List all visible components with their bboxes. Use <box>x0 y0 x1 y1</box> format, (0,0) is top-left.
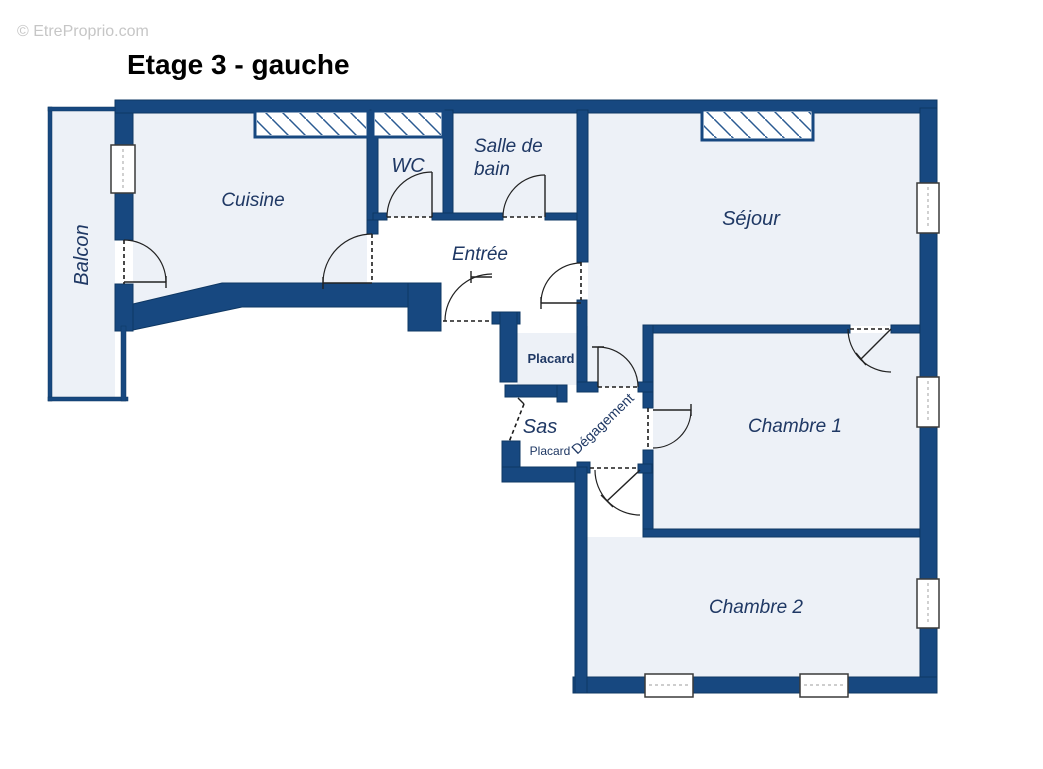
wall-segment <box>47 396 129 402</box>
window-chambre2-south-right <box>799 673 849 698</box>
label-chambre-1: Chambre 1 <box>748 416 842 437</box>
door-entree-sejour <box>540 262 582 309</box>
wall-segment <box>576 109 589 263</box>
door-sejour-degagement <box>592 346 639 388</box>
label-chambre-2: Chambre 2 <box>709 597 803 618</box>
door-chambre-1 <box>647 404 692 450</box>
wall-segment <box>501 466 579 483</box>
wall-segment <box>544 212 578 221</box>
doors <box>123 171 892 516</box>
room-fills <box>52 111 920 677</box>
room-balcon <box>52 111 115 398</box>
wall-segment <box>372 212 388 221</box>
door-cuisine-balcon <box>123 239 167 288</box>
hatch-box-cuisine <box>253 109 370 139</box>
door-chambre-2 <box>590 467 641 516</box>
window-chambre1-east <box>916 376 940 428</box>
wall-segment <box>407 282 442 332</box>
room-chambre-2 <box>587 537 920 677</box>
door-salle-de-bain <box>502 174 546 218</box>
room-chambre-1 <box>653 333 920 529</box>
hatched-features <box>253 108 815 142</box>
wall-segment <box>47 106 116 112</box>
wall-segment <box>890 324 921 334</box>
room-salle-de-bain <box>453 113 577 217</box>
windows <box>110 144 940 698</box>
label-entree: Entrée <box>452 244 508 265</box>
label-balcon: Balcon <box>71 224 93 285</box>
hatch-box-wc <box>371 109 445 139</box>
wall-segment <box>556 384 568 403</box>
room-entree <box>378 220 577 283</box>
label-sejour: Séjour <box>722 208 781 230</box>
labels: © EtreProprio.com Etage 3 - gauche Balco… <box>17 23 842 618</box>
wall-segment <box>576 381 599 393</box>
wall-segment <box>47 106 53 402</box>
wall-segment <box>366 219 379 235</box>
label-placard-haut: Placard <box>528 351 575 366</box>
room-sejour <box>588 113 920 326</box>
wall-segment <box>642 324 851 334</box>
room-sas-degagement <box>520 397 643 467</box>
wall-segment <box>642 324 654 409</box>
door-entree-main <box>443 271 493 322</box>
wall-segment <box>499 311 518 383</box>
wall-segment <box>576 299 588 393</box>
room-placard-haut <box>517 333 577 385</box>
wall-segment <box>574 466 588 694</box>
watermark: © EtreProprio.com <box>17 23 149 40</box>
label-salle-de-bain-line2: bain <box>474 159 510 180</box>
window-balcon-wall <box>110 144 136 194</box>
wall-segment <box>114 283 134 332</box>
label-placard-bas: Placard <box>530 444 571 458</box>
room-sejour-alcove <box>587 326 643 387</box>
window-sejour-east <box>916 182 940 234</box>
wall-segment <box>642 449 654 538</box>
wall-segment <box>637 463 653 474</box>
page-title: Etage 3 - gauche <box>127 49 350 80</box>
hatch-box-sejour <box>700 108 815 142</box>
door-wc <box>386 171 433 218</box>
window-chambre2-east <box>916 578 940 629</box>
wall-segment <box>642 528 921 538</box>
door-sas-diagonal <box>508 397 525 443</box>
label-wc: WC <box>391 155 425 177</box>
wall-segment <box>637 381 654 393</box>
wall-segment <box>120 325 127 402</box>
door-cuisine-entree <box>322 233 373 289</box>
wall-segment <box>572 676 938 694</box>
label-sas: Sas <box>523 416 557 438</box>
door-sejour-chambre-1 <box>847 328 892 373</box>
label-salle-de-bain-line1: Salle de <box>474 136 543 157</box>
room-chambre-2-entry <box>587 473 643 537</box>
room-cuisine <box>133 113 367 304</box>
window-chambre2-south-left <box>644 673 694 698</box>
label-cuisine: Cuisine <box>221 190 284 211</box>
wall-segment <box>431 212 504 221</box>
